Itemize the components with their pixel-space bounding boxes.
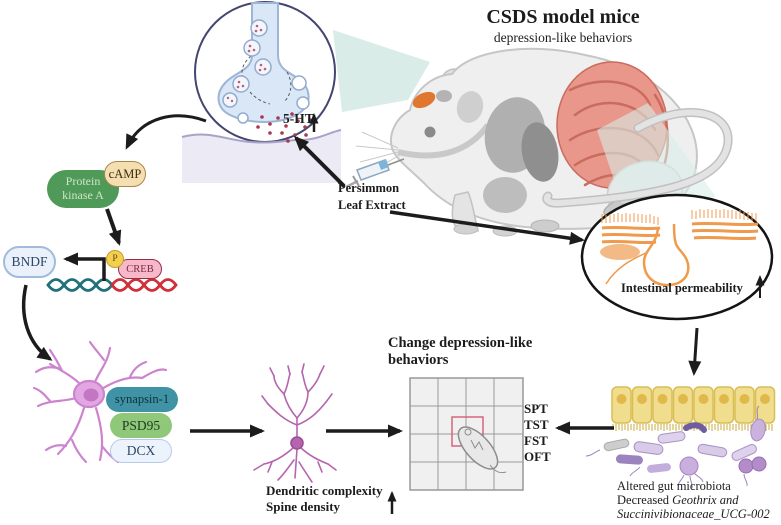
creb-pill: CREB: [118, 259, 162, 279]
dendritic-neuron-illustration: [253, 363, 337, 483]
open-field-test-box: [409, 377, 524, 491]
syringe-icon: [345, 158, 405, 189]
test-tst: TST: [524, 417, 549, 432]
test-spt: SPT: [524, 401, 548, 416]
bacteria-illustration: [585, 405, 767, 489]
psd95-pill: PSD95: [110, 413, 172, 438]
arrow-bndf-to-neuron: [21, 284, 53, 361]
intestinal-permeability-label: Intestinal permeability: [621, 281, 743, 295]
intestine-inset-illustration: [580, 193, 774, 321]
page-subtitle: depression-like behaviors: [493, 30, 633, 45]
synapsin-pill: synapsin-1: [106, 387, 178, 412]
arrow-pka-to-creb: [105, 208, 122, 246]
brain-highlight: [412, 91, 436, 109]
synapse-inset-illustration: [181, 1, 342, 183]
flow-arrows: [21, 113, 765, 514]
test-fst: FST: [524, 433, 548, 448]
microbiota-label: Altered gut microbiota Decreased Geothri…: [617, 479, 770, 521]
arrow-extract-to-gut: [389, 210, 585, 245]
esophagus: [397, 123, 491, 159]
behavior-tests-list: SPT TST FST OFT: [524, 401, 551, 465]
serotonin-label: 5-HT: [283, 111, 314, 126]
bndf-pill: BNDF: [3, 246, 56, 278]
phospho-badge: P: [106, 250, 124, 268]
page-title: CSDS model mice: [486, 6, 640, 28]
stomach: [483, 177, 527, 213]
epithelium-illustration: [611, 386, 776, 431]
beam-gut-to-inset: [597, 103, 716, 203]
lamina-propria: [600, 244, 640, 260]
dendrite-label: Dendritic complexity Spine density: [266, 483, 383, 514]
mouse-eye: [424, 126, 436, 138]
arrow-extract-to-synapse: [293, 135, 346, 188]
test-oft: OFT: [524, 449, 551, 464]
arrow-gut-to-epithelium: [688, 327, 702, 376]
camp-pill: cAMP: [104, 161, 146, 187]
dna-helix-illustration: [46, 278, 178, 292]
mouse-in-box: [457, 426, 507, 474]
treatment-label: Persimmon Leaf Extract: [338, 181, 406, 212]
mouse-tail: [542, 108, 733, 208]
dcx-pill: DCX: [110, 439, 172, 463]
beam-brain-to-synapse: [333, 30, 430, 112]
synaptic-vesicles: [222, 19, 310, 124]
behavior-title: Change depression-like behaviors: [388, 335, 533, 368]
figure-title-block: CSDS model mice depression-like behavior…: [455, 6, 671, 46]
arrow-transcription-to-bndf: [63, 252, 106, 281]
neuron-illustration: [32, 340, 168, 464]
arrow-synapse-to-camp: [125, 114, 207, 150]
